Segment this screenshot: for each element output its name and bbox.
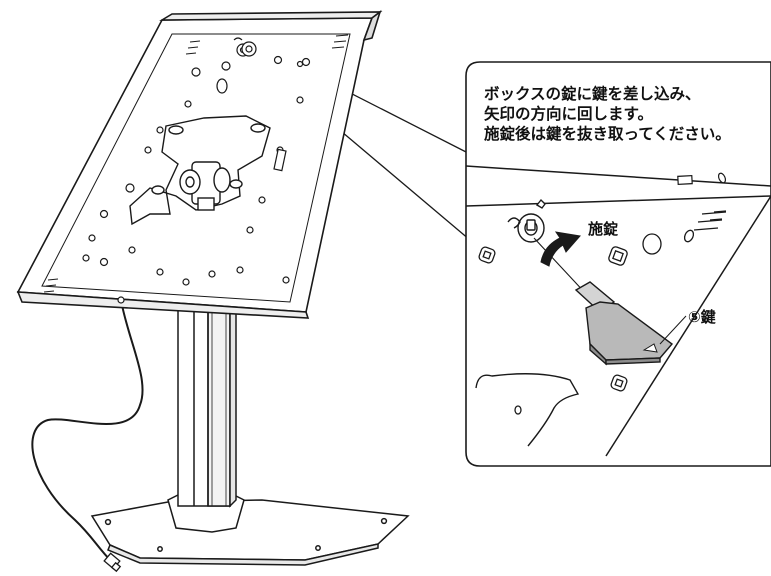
key-5 [574,281,674,366]
lock-label: 施錠 [588,220,619,238]
stand-base [90,499,410,566]
instruction-line-3: 施錠後は鍵を抜き取ってください。 [484,125,731,143]
instruction-text: ボックスの錠に鍵を差し込み、 矢印の方向に回します。 施錠後は鍵を抜き取ってくだ… [484,84,771,144]
inset-lock [507,198,546,243]
key-insert-line [533,237,589,297]
cable-plug [103,552,122,573]
vent-slots [43,34,349,293]
instruction-line-2: 矢印の方向に回します。 [484,105,653,123]
inset-box-edge [466,165,771,457]
box-lock [233,37,257,57]
cable [31,299,144,563]
key-label-leader [659,315,687,345]
cable-port [117,296,125,304]
inset-panel [465,61,771,467]
side-latch [273,148,287,172]
key-label: ⑤鍵 [688,308,716,326]
inset-vents [693,210,727,231]
tilt-joint [179,161,231,211]
inset-top-details [677,172,727,185]
inset-holes [478,229,695,415]
inset-bracket [475,373,580,447]
instruction-line-1: ボックスの錠に鍵を差し込み、 [484,85,701,103]
